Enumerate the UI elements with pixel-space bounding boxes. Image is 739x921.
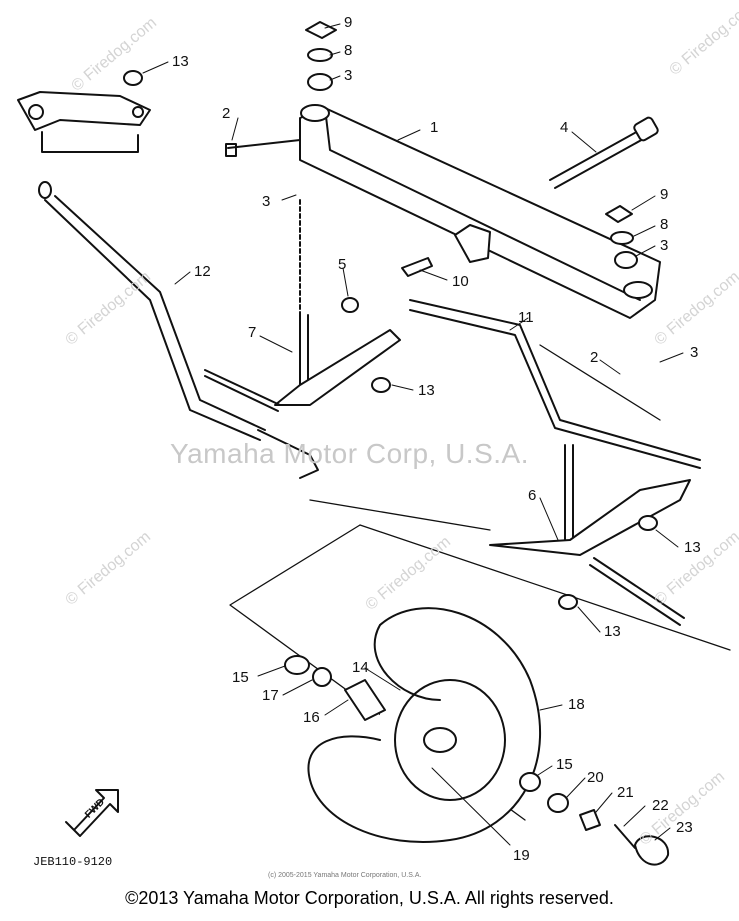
callout: 19 (513, 847, 530, 864)
tie-rod-12 (38, 181, 319, 479)
part-code: JEB110-9120 (33, 855, 113, 869)
callout: 2 (222, 105, 231, 122)
callout: 8 (660, 216, 669, 233)
callout: 18 (568, 696, 585, 713)
washer-stack-top (305, 21, 337, 91)
copyright-text: ©2013 Yamaha Motor Corporation, U.S.A. A… (125, 888, 614, 908)
callout: 17 (262, 687, 279, 704)
front-suspension-diagram (17, 21, 731, 866)
washer-stack-right (605, 205, 638, 269)
callout: 13 (172, 53, 189, 70)
callout: 20 (587, 769, 604, 786)
callout: 6 (528, 487, 537, 504)
callout: 4 (560, 119, 569, 136)
axle-beam (299, 104, 661, 319)
fine-print: (c) 2005-2015 Yamaha Motor Corporation, … (268, 872, 422, 879)
callout: 15 (232, 669, 249, 686)
callout: 8 (344, 42, 353, 59)
callout: 13 (604, 623, 621, 640)
callout: 15 (556, 756, 573, 773)
callout: 9 (344, 14, 353, 31)
callout: 13 (418, 382, 435, 399)
bolt-2-top (225, 139, 301, 157)
callout: 22 (652, 797, 669, 814)
callout: 23 (676, 819, 693, 836)
callout: 3 (262, 193, 271, 210)
callout: 16 (303, 709, 320, 726)
bolt-4 (549, 116, 659, 189)
assembly-lines (229, 344, 731, 821)
callout: 14 (352, 659, 369, 676)
callout: 11 (518, 309, 534, 326)
callout: 10 (452, 273, 469, 290)
callout: 12 (194, 263, 211, 280)
callout: 3 (690, 344, 699, 361)
callout: 3 (344, 67, 353, 84)
hub-parts (284, 655, 670, 866)
watermark-company: Yamaha Motor Corp, U.S.A. (170, 438, 529, 469)
callout: 9 (660, 186, 669, 203)
tie-rod-11 (409, 299, 701, 469)
callout: 13 (684, 539, 701, 556)
pitman-arm (17, 91, 151, 153)
callout: 1 (430, 119, 439, 136)
knuckle-6 (489, 444, 691, 626)
callout: 7 (248, 324, 257, 341)
callout: 2 (590, 349, 599, 366)
wheel-tire-18 (307, 607, 541, 843)
callout: 3 (660, 237, 669, 254)
grease-nipples (123, 70, 658, 610)
leader-lines (142, 23, 684, 846)
knuckle-7 (204, 199, 401, 412)
callout: 21 (617, 784, 634, 801)
fwd-arrow (65, 789, 119, 837)
callout: 5 (338, 256, 347, 273)
